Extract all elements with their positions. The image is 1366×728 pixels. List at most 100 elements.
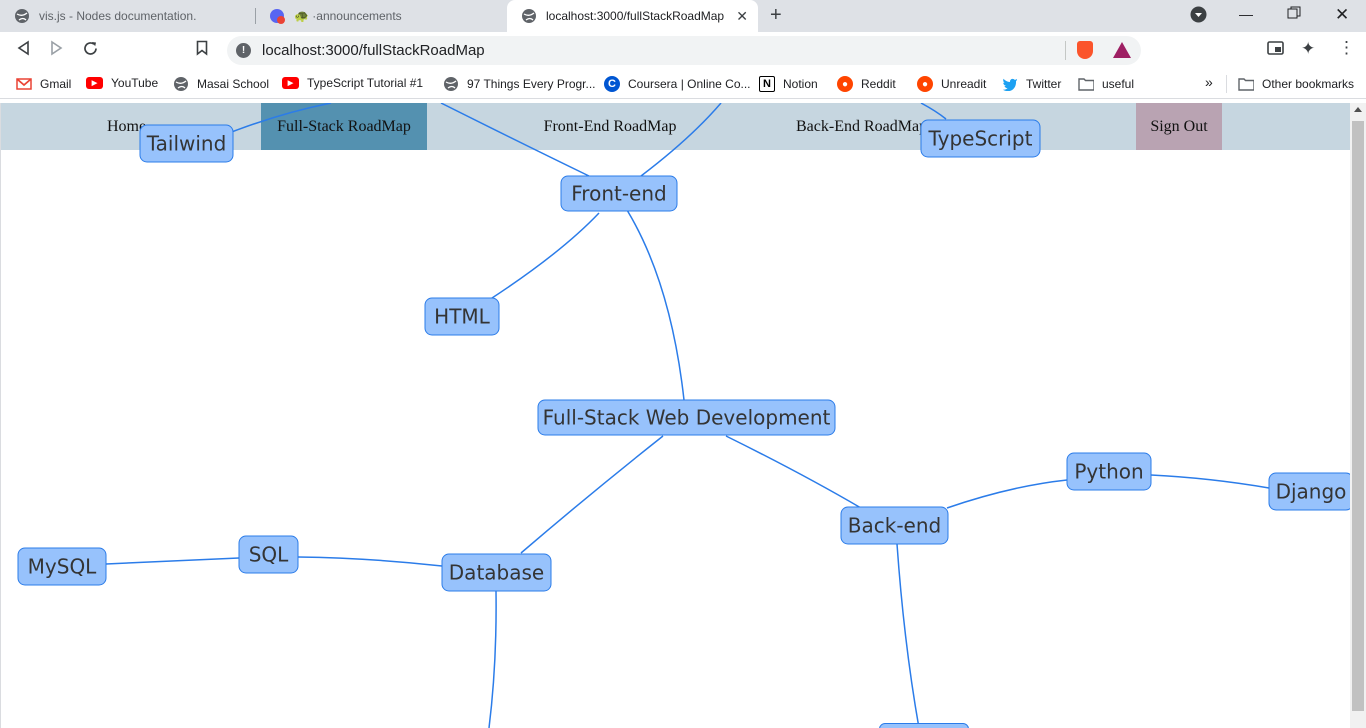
bookmark-notion[interactable]: N Notion [759,76,818,92]
roadmap-network-graph[interactable]: Full-Stack Web DevelopmentFront-endBack-… [1,103,1350,728]
globe-icon [521,8,537,24]
picture-in-picture-icon[interactable] [1267,41,1284,59]
bookmark-label: YouTube [111,76,159,90]
bookmark-twitter[interactable]: Twitter [1002,76,1061,92]
bookmark-reddit[interactable]: ● Reddit [837,76,896,92]
graph-node-database[interactable]: Database [441,553,552,592]
graph-node-box[interactable] [537,399,836,436]
site-info-icon[interactable]: ! [236,43,251,58]
graph-node-sql[interactable]: SQL [238,535,299,574]
menu-icon[interactable]: ⋮ [1338,38,1355,57]
globe-icon [14,8,30,24]
graph-node-typescript[interactable]: TypeScript [920,119,1041,158]
other-bookmarks[interactable]: Other bookmarks [1238,76,1354,92]
edge-fullstack-backend [725,435,862,509]
bookmark-label: 97 Things Every Progr... [467,77,596,91]
edge-database-sql [297,556,443,567]
graph-node-box[interactable] [17,547,107,586]
nav-full-stack-roadmap[interactable]: Full-Stack RoadMap [261,103,427,150]
graph-node-html[interactable]: HTML [424,297,500,336]
reddit-icon: ● [837,76,853,92]
graph-node-django[interactable]: Django [1268,472,1350,511]
close-icon[interactable]: ✕ [736,8,748,24]
graph-node-box[interactable] [139,124,234,163]
edge-fullstack-database [520,435,664,554]
edge-typescript-up [920,103,947,120]
graph-node-partial[interactable] [879,723,969,728]
bookmark-label: useful [1102,77,1135,91]
graph-node-box[interactable] [238,535,299,574]
bookmark-youtube[interactable]: ▶ YouTube [86,76,158,90]
graph-node-backend[interactable]: Back-end [840,506,949,545]
bookmark-coursera[interactable]: C Coursera | Online Co... [604,76,751,92]
address-bar[interactable]: ! localhost:3000/fullStackRoadMap [227,36,1141,65]
graph-node-frontend[interactable]: Front-end [560,175,678,212]
edge-backend-down [896,543,920,728]
graph-node-label: SQL [249,543,289,567]
graph-node-label: TypeScript [928,127,1033,151]
nav-home[interactable]: Home [106,118,147,135]
graph-node-box[interactable] [1268,472,1350,511]
bookmark-masai-school[interactable]: Masai School [173,76,269,92]
bookmark-gmail[interactable]: Gmail [16,76,71,92]
graph-node-box[interactable] [560,175,678,212]
scrollbar-thumb[interactable] [1352,121,1364,711]
bookmarks-overflow-button[interactable]: » [1205,74,1213,90]
tab-search-icon[interactable] [1190,6,1207,26]
nav-front-end-roadmap[interactable]: Front-End RoadMap [543,118,677,135]
globe-icon [443,76,459,92]
bookmark-typescript-tutorial[interactable]: ▶ TypeScript Tutorial #1 [282,76,423,90]
globe-icon [173,76,189,92]
browser-tab[interactable]: 🐢 ·announcements [255,0,507,32]
coursera-icon: C [604,76,620,92]
brave-rewards-icon[interactable] [1113,42,1131,58]
browser-tab[interactable]: vis.js - Nodes documentation. [0,0,255,32]
twitter-icon [1002,76,1018,92]
folder-icon [1078,76,1094,92]
reload-icon[interactable] [82,40,99,62]
graph-node-label: Database [449,561,544,585]
graph-node-tailwind[interactable]: Tailwind [139,124,234,163]
page-scrollbar[interactable] [1350,103,1366,728]
edge-fullstack-frontend [626,209,685,401]
bookmark-97-things[interactable]: 97 Things Every Progr... [443,76,596,92]
edge-backend-python [946,479,1068,509]
graph-node-python[interactable]: Python [1066,452,1152,491]
browser-tab-strip: vis.js - Nodes documentation. 🐢 ·announc… [0,0,1366,32]
gmail-icon [16,76,32,92]
page-content: Home Full-Stack RoadMap Front-End RoadMa… [0,103,1350,728]
address-url: localhost:3000/fullStackRoadMap [262,42,485,59]
back-icon[interactable] [16,40,30,61]
new-tab-button[interactable]: + [770,4,782,26]
extensions-icon[interactable]: ✦ [1301,39,1316,58]
graph-node-box[interactable] [920,119,1041,158]
graph-node-label: Python [1074,460,1143,484]
browser-tab-active[interactable]: localhost:3000/fullStackRoadMap ✕ [507,0,758,32]
sign-out-button[interactable]: Sign Out [1136,103,1222,150]
bookmark-page-icon[interactable] [196,40,208,61]
bookmark-folder-useful[interactable]: useful [1078,76,1134,92]
window-close-icon[interactable]: ✕ [1335,5,1350,24]
nav-back-end-roadmap[interactable]: Back-End RoadMap [796,118,928,135]
graph-node-label: Front-end [571,182,666,206]
tab-title: vis.js - Nodes documentation. [39,9,197,23]
edge-frontend-tailwind-a [440,103,590,177]
restore-icon[interactable] [1287,6,1301,23]
graph-node-box[interactable] [840,506,949,545]
forward-icon[interactable] [50,40,64,61]
brave-shields-icon[interactable] [1077,41,1093,59]
graph-node-fullstack[interactable]: Full-Stack Web Development [537,399,836,436]
graph-node-label: Tailwind [146,132,227,156]
graph-node-label: Django [1276,480,1347,504]
scroll-up-icon[interactable] [1354,107,1362,112]
graph-node-label: Back-end [848,514,941,538]
graph-node-box[interactable] [424,297,500,336]
bookmark-unreadit[interactable]: ● Unreadit [917,76,986,92]
minimize-icon[interactable]: — [1239,6,1253,22]
youtube-icon: ▶ [282,77,299,89]
graph-node-box[interactable] [441,553,552,592]
graph-node-mysql[interactable]: MySQL [17,547,107,586]
bookmark-label: Gmail [40,77,72,91]
graph-node-label: Full-Stack Web Development [543,406,831,430]
graph-node-box[interactable] [1066,452,1152,491]
